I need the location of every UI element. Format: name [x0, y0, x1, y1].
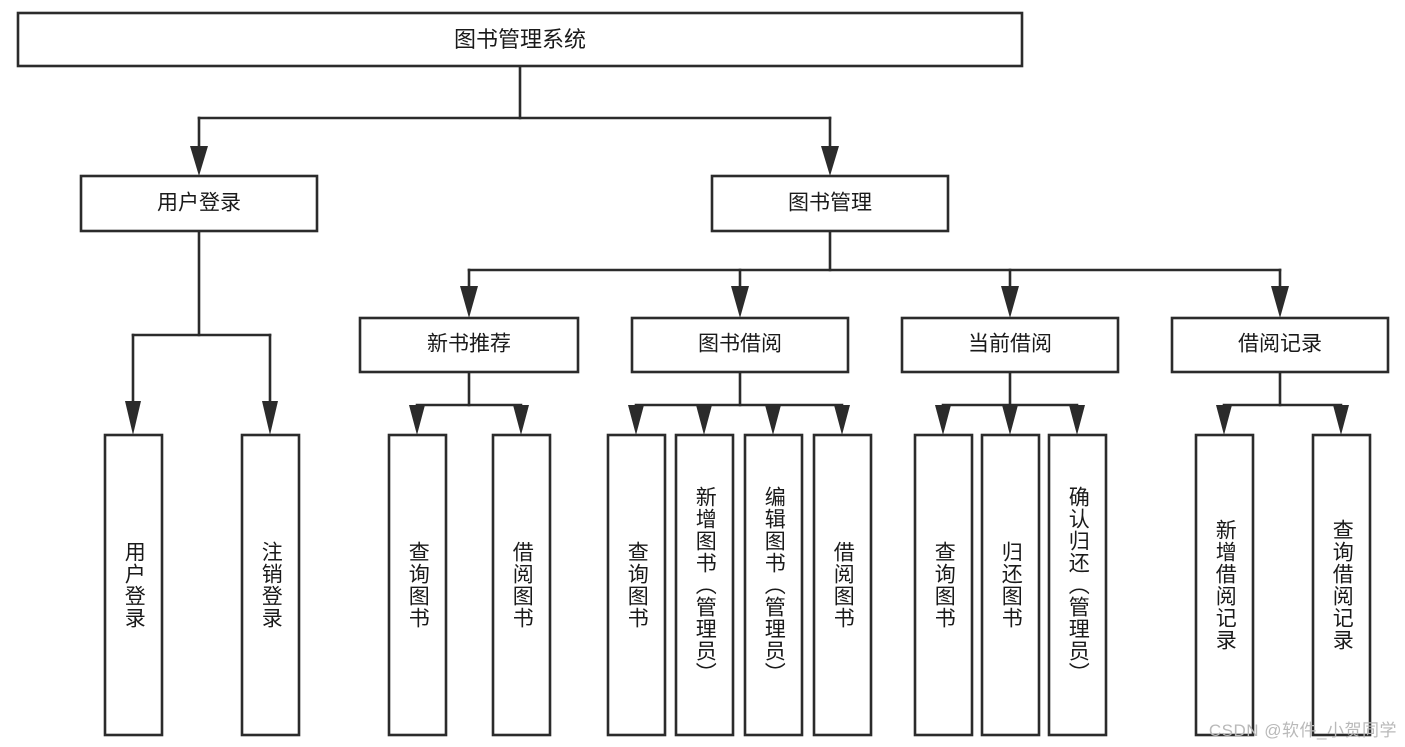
node-borrow-record[interactable]: 借阅记录 — [1170, 316, 1390, 374]
node-box-user-login[interactable] — [79, 174, 319, 233]
node-label-current-borrow: 当前借阅 — [968, 333, 1052, 356]
node-box-leaf-borrow-book-2[interactable] — [812, 433, 873, 737]
arrow-head-new-book-recommend — [460, 286, 478, 318]
arrow-head-leaf-query-record — [1333, 405, 1349, 435]
node-label-root: 图书管理系统 — [454, 27, 586, 52]
connector-group-current-borrow — [935, 370, 1085, 435]
node-box-leaf-borrow-book-1[interactable] — [491, 433, 552, 737]
node-box-leaf-edit-book[interactable] — [743, 433, 804, 737]
arrow-head-current-borrow — [1001, 286, 1019, 318]
node-current-borrow[interactable]: 当前借阅 — [900, 316, 1120, 374]
arrow-head-book-borrow — [731, 286, 749, 318]
arrow-head-leaf-query-book-3 — [935, 405, 951, 435]
node-box-leaf-query-book-3[interactable] — [913, 433, 974, 737]
node-box-leaf-return-book[interactable] — [980, 433, 1041, 737]
arrow-head-leaf-user-login — [125, 401, 141, 435]
arrow-head-leaf-borrow-book-1 — [513, 405, 529, 435]
arrow-head-leaf-query-book-1 — [409, 405, 425, 435]
node-box-book-management[interactable] — [710, 174, 950, 233]
connector-group-book-management — [460, 229, 1289, 318]
arrow-head-leaf-query-book-2 — [628, 405, 644, 435]
node-box-borrow-record[interactable] — [1170, 316, 1390, 374]
node-book-borrow[interactable]: 图书借阅 — [630, 316, 850, 374]
node-label-book-management: 图书管理 — [788, 192, 872, 215]
connector-group-user-login — [125, 229, 278, 435]
arrow-head-leaf-confirm-return — [1069, 405, 1085, 435]
connector-group-root — [190, 64, 839, 176]
node-box-leaf-query-book-1[interactable] — [387, 433, 448, 737]
arrow-head-borrow-record — [1271, 286, 1289, 318]
arrow-head-leaf-logout — [262, 401, 278, 435]
connector-group-borrow-record — [1216, 370, 1349, 435]
leaf-boxes — [103, 433, 1372, 737]
node-label-user-login: 用户登录 — [157, 192, 241, 215]
arrow-head-leaf-edit-book — [765, 405, 781, 435]
node-label-borrow-record: 借阅记录 — [1238, 333, 1322, 356]
arrow-head-leaf-add-book — [696, 405, 712, 435]
node-box-leaf-add-record[interactable] — [1194, 433, 1255, 737]
arrow-head-leaf-borrow-book-2 — [834, 405, 850, 435]
node-box-leaf-query-record[interactable] — [1311, 433, 1372, 737]
node-label-book-borrow: 图书借阅 — [698, 333, 782, 356]
node-box-root[interactable] — [16, 11, 1024, 68]
node-book-management[interactable]: 图书管理 — [710, 174, 950, 233]
node-user-login[interactable]: 用户登录 — [79, 174, 319, 233]
arrow-head-leaf-add-record — [1216, 405, 1232, 435]
node-box-new-book-recommend[interactable] — [358, 316, 580, 374]
connector-group-book-borrow — [628, 370, 850, 435]
arrow-head-book-management — [821, 146, 839, 176]
node-box-leaf-confirm-return[interactable] — [1047, 433, 1108, 737]
node-box-leaf-query-book-2[interactable] — [606, 433, 667, 737]
arrow-head-user-login — [190, 146, 208, 176]
node-box-leaf-logout[interactable] — [240, 433, 301, 737]
connector-group-new-book-recommend — [409, 370, 529, 435]
node-box-current-borrow[interactable] — [900, 316, 1120, 374]
node-box-book-borrow[interactable] — [630, 316, 850, 374]
node-label-new-book-recommend: 新书推荐 — [427, 333, 511, 356]
node-root[interactable]: 图书管理系统 — [16, 11, 1024, 68]
node-box-leaf-user-login[interactable] — [103, 433, 164, 737]
node-new-book-recommend[interactable]: 新书推荐 — [358, 316, 580, 374]
watermark: CSDN @软件_小贺同学 — [1208, 721, 1397, 740]
arrow-head-leaf-return-book — [1002, 405, 1018, 435]
node-box-leaf-add-book[interactable] — [674, 433, 735, 737]
